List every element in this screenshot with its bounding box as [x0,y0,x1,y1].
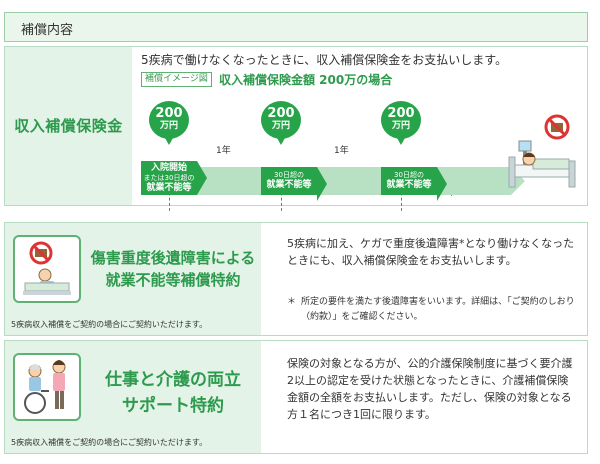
segment-label: 就業不能等 [146,183,192,193]
example-caption: 収入補償保険金額 200万の場合 [219,73,393,87]
care-icon-box [13,353,81,421]
footnote-text: 所定の要件を満たす後遺障害をいいます。詳細は、「ご契約のしおり（約款）」をご確認… [301,297,575,322]
segment-label: 30日超の [274,171,304,179]
caregiver-wheelchair-icon [24,360,66,414]
care-card-body: 保険の対象となる方が、公的介護保険制度に基づく要介護2以上の認定を受けた状態とな… [287,357,573,421]
segment-label: または30日超の [143,174,195,182]
payment-amount: 200 [387,106,415,121]
title-line: 仕事と介護の両立 [105,370,241,390]
income-card-label-panel: 収入補償保険金 [5,47,132,205]
payment-unit: 万円 [391,121,410,131]
disability-footnote: ＊ 所定の要件を満たす後遺障害をいいます。詳細は、「ご契約のしおり（約款）」をご… [287,295,577,325]
footnote-mark: ＊ [287,297,297,307]
payment-badge: 200 万円 [261,101,301,145]
title-line: サポート特約 [122,396,224,416]
no-work-injury-icon [23,241,71,295]
segment-label: 30日超の [394,171,424,179]
contract-note: 5疾病収入補償をご契約の場合にご契約いただけます。 [11,438,208,447]
timeline-segment: 30日超の 就業不能等 [381,167,447,201]
care-support-card: 仕事と介護の両立 サポート特約 5疾病収入補償をご契約の場合にご契約いただけます… [4,340,588,454]
payment-badge: 200 万円 [149,101,189,145]
segment-label: 入院開始 [150,163,187,173]
hospital-bed-illustration [508,114,576,188]
title-line: 傷害重度後遺障害による [90,249,256,267]
disability-card-body: 5疾病に加え、ケガで重度後遺障害*となり働けなくなったときにも、収入補償保険金を… [287,237,575,267]
timeline-segment: 入院開始 または30日超の 就業不能等 [141,161,207,195]
care-card-title: 仕事と介護の両立 サポート特約 [87,367,259,419]
section-title: 補償内容 [21,23,74,38]
payment-unit: 万円 [159,121,178,131]
interval-label: 1年 [331,143,352,156]
care-card-label-panel: 仕事と介護の両立 サポート特約 5疾病収入補償をご契約の場合にご契約いただけます… [5,341,261,453]
income-card-description: 5疾病で働けなくなったときに、収入補償保険金をお支払いします。 [141,53,508,67]
disability-icon-box [13,235,81,303]
title-line: 就業不能等補償特約 [105,271,241,289]
payment-unit: 万円 [271,121,290,131]
income-card-title: 収入補償保険金 [14,117,123,135]
payment-amount: 200 [267,106,295,121]
example-tag: 補償イメージ図 [141,72,212,87]
disability-card-title: 傷害重度後遺障害による 就業不能等補償特約 [87,247,259,291]
segment-label: 就業不能等 [386,180,432,190]
disability-rider-card: 傷害重度後遺障害による 就業不能等補償特約 5疾病収入補償をご契約の場合にご契約… [4,222,588,336]
income-compensation-card: 収入補償保険金 5疾病で働けなくなったときに、収入補償保険金をお支払いします。 … [4,46,588,211]
segment-label: 就業不能等 [266,180,312,190]
section-header: 補償内容 [4,12,588,42]
payment-badge: 200 万円 [381,101,421,145]
interval-label: 1年 [213,143,234,156]
payment-amount: 200 [155,106,183,121]
timeline-segment: 30日超の 就業不能等 [261,167,327,201]
disability-card-label-panel: 傷害重度後遺障害による 就業不能等補償特約 5疾病収入補償をご契約の場合にご契約… [5,223,261,335]
contract-note: 5疾病収入補償をご契約の場合にご契約いただけます。 [11,320,208,329]
